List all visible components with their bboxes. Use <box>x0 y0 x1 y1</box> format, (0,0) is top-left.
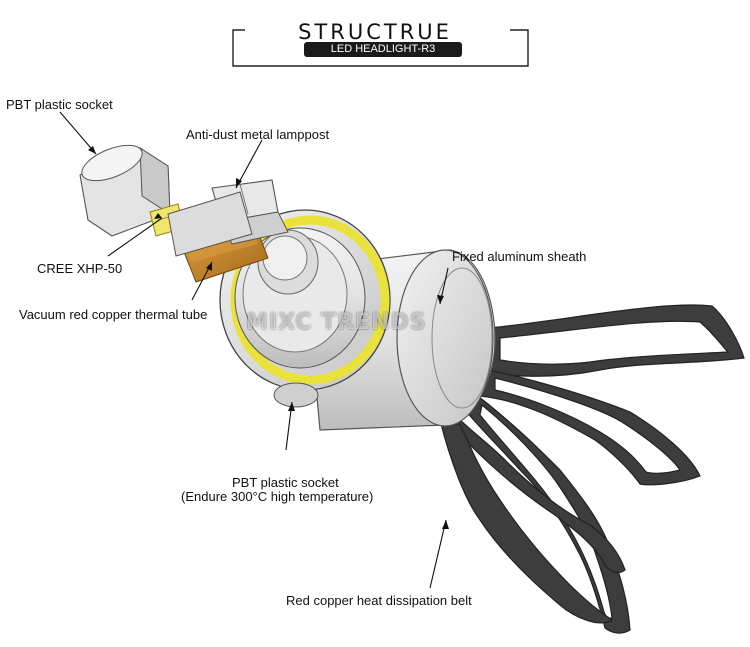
label-pbt-socket-top: PBT plastic socket <box>6 97 113 112</box>
belt-bottom <box>439 419 614 624</box>
belt-far <box>454 414 626 574</box>
label-vacuum-tube: Vacuum red copper thermal tube <box>19 307 208 322</box>
page-title: STRUCTRUE <box>298 20 452 44</box>
label-fixed-sheath: Fixed aluminum sheath <box>452 249 587 264</box>
title-frame <box>232 29 529 67</box>
heat-belts <box>439 304 745 634</box>
leader-arrowheads <box>88 146 449 529</box>
belt-upper-mid-inner <box>494 377 681 474</box>
label-cree-chip: CREE XHP-50 <box>37 261 123 276</box>
watermark: MIXC TRENDS <box>246 310 427 335</box>
label-pbt-socket-bottom: PBT plastic socket <box>232 475 339 490</box>
belt-lower-mid <box>464 388 631 634</box>
led-holder <box>79 144 253 257</box>
label-anti-dust-lamppost: Anti-dust metal lamppost <box>186 127 330 142</box>
label-heat-belt: Red copper heat dissipation belt <box>286 593 472 608</box>
belt-top-inner <box>499 320 730 365</box>
label-temperature-note: (Endure 300°C high temperature) <box>181 489 374 504</box>
page-subtitle: LED HEADLIGHT-R3 <box>304 42 462 57</box>
